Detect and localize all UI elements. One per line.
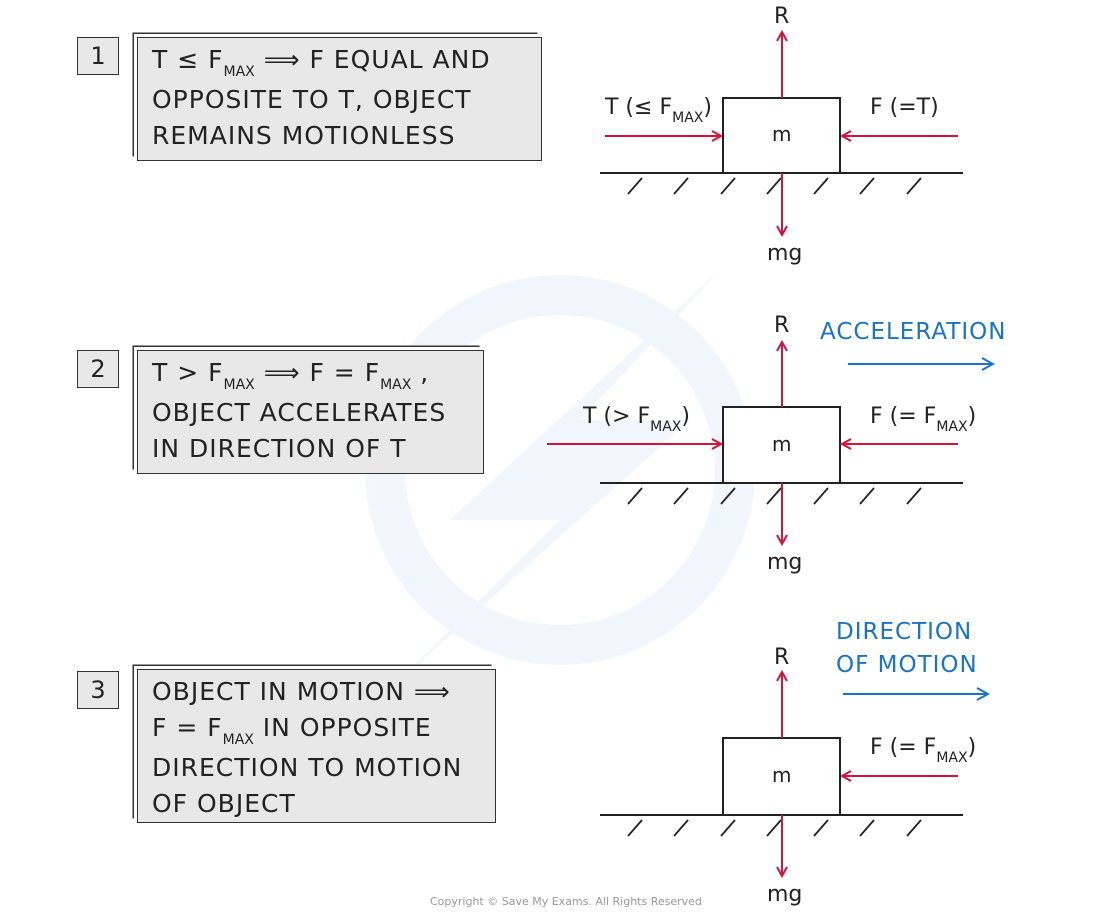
statement-line-2: OPPOSITE TO T, OBJECT (152, 85, 472, 114)
statement-line-2: OBJECT ACCELERATES (152, 398, 447, 427)
watermark-logo (365, 270, 755, 680)
friction-label: F (= FMAX) (870, 735, 977, 766)
case-number-badge: 3 (77, 671, 119, 709)
ground-hatching (627, 487, 922, 505)
tension-label: T (> FMAX) (583, 404, 690, 435)
normal-force-label: R (774, 645, 790, 670)
motion-direction-label-line-2: OF MOTION (836, 652, 978, 678)
case-number-badge: 1 (77, 37, 119, 75)
weight-label: mg (767, 550, 803, 575)
weight-label: mg (767, 882, 803, 907)
statement-line-3: REMAINS MOTIONLESS (152, 121, 456, 150)
statement-line-1: T ≤ FMAX ⟹ F EQUAL AND (152, 45, 491, 80)
normal-force-label: R (774, 313, 790, 338)
statement-line-2: F = FMAX IN OPPOSITE (152, 713, 432, 748)
friction-label: F (= FMAX) (870, 404, 977, 435)
mass-label: m (772, 122, 792, 146)
case-3-diagram (600, 672, 988, 876)
statement-line-4: OF OBJECT (152, 789, 296, 818)
friction-label: F (=T) (870, 95, 939, 120)
mass-label: m (772, 432, 792, 456)
acceleration-label: ACCELERATION (820, 319, 1007, 345)
statement-line-1: T > FMAX ⟹ F = FMAX , (152, 358, 430, 393)
weight-label: mg (767, 241, 803, 266)
ground-hatching (627, 819, 922, 837)
case-2-statement: T > FMAX ⟹ F = FMAX , OBJECT ACCELERATES… (137, 350, 484, 474)
statement-line-3: IN DIRECTION OF T (152, 434, 407, 463)
motion-direction-label-line-1: DIRECTION (836, 619, 973, 645)
copyright-notice: Copyright © Save My Exams. All Rights Re… (430, 895, 702, 908)
case-number-badge: 2 (77, 350, 119, 388)
mass-label: m (772, 763, 792, 787)
case-1-statement: T ≤ FMAX ⟹ F EQUAL AND OPPOSITE TO T, OB… (137, 37, 542, 161)
statement-line-1: OBJECT IN MOTION ⟹ (152, 677, 451, 706)
ground-hatching (627, 177, 922, 195)
case-3-statement: OBJECT IN MOTION ⟹ F = FMAX IN OPPOSITE … (137, 669, 496, 823)
statement-line-3: DIRECTION TO MOTION (152, 753, 463, 782)
tension-label: T (≤ FMAX) (605, 95, 712, 126)
case-2-diagram (547, 342, 993, 544)
normal-force-label: R (774, 4, 790, 29)
case-1-diagram (600, 32, 963, 235)
